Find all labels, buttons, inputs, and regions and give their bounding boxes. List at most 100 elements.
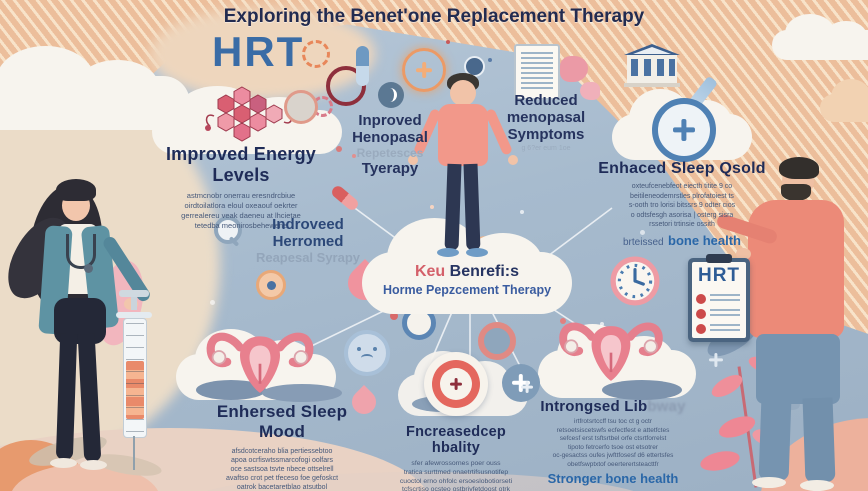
- man-jeans: [756, 334, 840, 404]
- man-hair: [779, 157, 819, 179]
- woman-shoe: [80, 460, 107, 470]
- section-sleep-right-header: Enhaced Sleep Qsold: [598, 160, 766, 177]
- sparkle: [430, 205, 434, 209]
- plus-small-white-icon: [708, 352, 724, 368]
- section-quality-header: Fncreasedcep hbality: [406, 424, 506, 456]
- peach-ring-icon: [256, 270, 286, 300]
- gear-icon: [302, 40, 330, 68]
- sparkle: [180, 150, 184, 154]
- plus-small-white-icon: [520, 380, 534, 394]
- man-shirt: [748, 200, 844, 338]
- sparkle: [600, 322, 604, 326]
- center-cloud-title-accent: Keu: [414, 263, 446, 280]
- section-sleep-right-footer: brteissed bone health: [598, 232, 766, 250]
- woman-hair-top: [56, 179, 96, 201]
- cloud-shadow-1: [196, 380, 266, 400]
- label-hormone-left-3: Reapesal Syrapy: [255, 250, 361, 265]
- section-mood-body: afsdcotceraho blia pertiessebtoo apoa oc…: [225, 448, 339, 491]
- molecule-icon: [205, 86, 294, 142]
- section-libido-footer: Stronger bone health: [547, 471, 679, 486]
- section-quality-body: sfer afewrossornes poer ouss tratica sur…: [399, 460, 513, 491]
- section-energy-body: astmcnobr onerrau eresndrcbiue oirdtoila…: [181, 191, 301, 230]
- man-leg: [802, 397, 836, 483]
- footer-highlight: bone health: [668, 232, 741, 248]
- cloud-top-left-corner: [0, 46, 190, 130]
- section-mood-header: Enhersed Sleep Mood: [216, 402, 348, 441]
- cloud-right-peach: [820, 78, 868, 122]
- clock-icon: [610, 256, 660, 306]
- man-shoe: [752, 477, 786, 488]
- label-improved-mid-4: Tyerapy: [361, 160, 419, 177]
- center-man-shoe: [466, 248, 488, 257]
- cloud-center: Keu Benrefi:s Horme Pepzcement Therapy: [362, 217, 572, 314]
- sparkle: [640, 230, 645, 235]
- search-icon: [214, 216, 242, 244]
- clipboard-label: HRT: [697, 265, 741, 286]
- sparkle-blue: [488, 58, 492, 62]
- building-icon: [624, 44, 680, 87]
- sparkle-red: [560, 318, 566, 324]
- section-sleep-right-body: oxteufcenebfeot eiecth titite 9 co beiti…: [628, 183, 736, 228]
- sparkle: [520, 210, 524, 214]
- cloud-shadow-3: [602, 380, 682, 400]
- page-title: Exploring the Benet'one Replacement Ther…: [223, 6, 645, 27]
- pink-blob-icon: [560, 56, 588, 82]
- stethoscope-chestpiece: [84, 264, 93, 273]
- ring-orange-icon: [284, 90, 318, 124]
- label-improved-mid: Inproved Henopasal Repetesces Tyerapy: [330, 112, 450, 177]
- ring-darkred-icon: [326, 66, 366, 106]
- section-sleep-right: Enhaced Sleep Qsold oxteufcenebfeot eiec…: [598, 160, 766, 250]
- woman-shoe: [50, 458, 77, 468]
- label-hormone-left-2: Herromed: [272, 233, 344, 250]
- label-hormone-left: Indroveed Herromed Reapesal Syrapy: [250, 216, 366, 265]
- man-shoe: [800, 480, 834, 491]
- plus-ring-orange-icon: [402, 48, 446, 92]
- sparkle-red: [390, 312, 398, 320]
- label-reduced-2: menopasal: [506, 109, 586, 126]
- sparkle-red: [336, 146, 342, 152]
- magnifier-plus-icon: [652, 98, 716, 162]
- center-man-hand: [408, 155, 418, 165]
- man-leg: [758, 397, 792, 481]
- ring-pink-icon: [478, 322, 516, 360]
- swirl-circle-icon: [378, 82, 404, 108]
- uterus-icon: [559, 322, 663, 381]
- hrt-watermark: HRT: [212, 28, 305, 75]
- sparkle-red: [446, 40, 450, 44]
- uterus-icon: [206, 332, 314, 393]
- hrt-clipboard: HRT: [688, 254, 750, 342]
- man-hand: [736, 248, 751, 260]
- target-icon: [424, 352, 488, 416]
- center-cloud-title-main: Benrefi:s: [449, 263, 520, 280]
- label-improved-mid-1: Inproved: [358, 112, 422, 129]
- hill-mid: [180, 472, 660, 491]
- center-man-shirt: [438, 104, 488, 166]
- clipboard-clip: [706, 254, 732, 263]
- cloud-top-right-corner: [772, 13, 868, 60]
- label-improved-mid-3: Repetesces: [356, 146, 424, 160]
- center-man-face: [450, 80, 476, 106]
- section-energy-header: Improved Energy Levels: [165, 144, 317, 185]
- section-libido: Introngsed Libbway irtfrotsrtccff tsu to…: [538, 398, 688, 486]
- label-hormone-left-1: Indroveed: [272, 216, 344, 233]
- section-energy: Improved Energy Levels astmcnobr onerrau…: [138, 144, 344, 231]
- section-libido-header-main: Introngsed Lib: [540, 398, 648, 415]
- pink-blob-small-icon: [580, 82, 600, 100]
- section-mood: Enhersed Sleep Mood afsdcotceraho blia p…: [194, 402, 370, 491]
- section-quality: Fncreasedcep hbality sfer afewrossornes …: [384, 424, 528, 491]
- label-reduced-sub: g 6?er eum 1oe: [521, 145, 571, 152]
- cloud-shadow-2: [262, 384, 342, 402]
- center-man-hand: [508, 155, 518, 165]
- label-reduced: Reduced menopasal Symptoms g 6?er eum 1o…: [490, 92, 602, 152]
- man-beard: [781, 184, 811, 201]
- sad-face-icon: [344, 330, 390, 376]
- stethoscope-icon: [66, 234, 96, 269]
- center-cloud-title: Keu Benrefi:s: [362, 263, 572, 281]
- section-libido-header: Introngsed Libbway: [538, 398, 688, 415]
- sparkle-red: [352, 154, 356, 158]
- center-cloud-subtitle: Horme Pepzcement Therapy: [382, 283, 552, 297]
- syringe-icon: [110, 290, 170, 480]
- label-improved-mid-2: Henopasal: [352, 129, 428, 146]
- section-libido-header-blur: bway: [647, 398, 686, 415]
